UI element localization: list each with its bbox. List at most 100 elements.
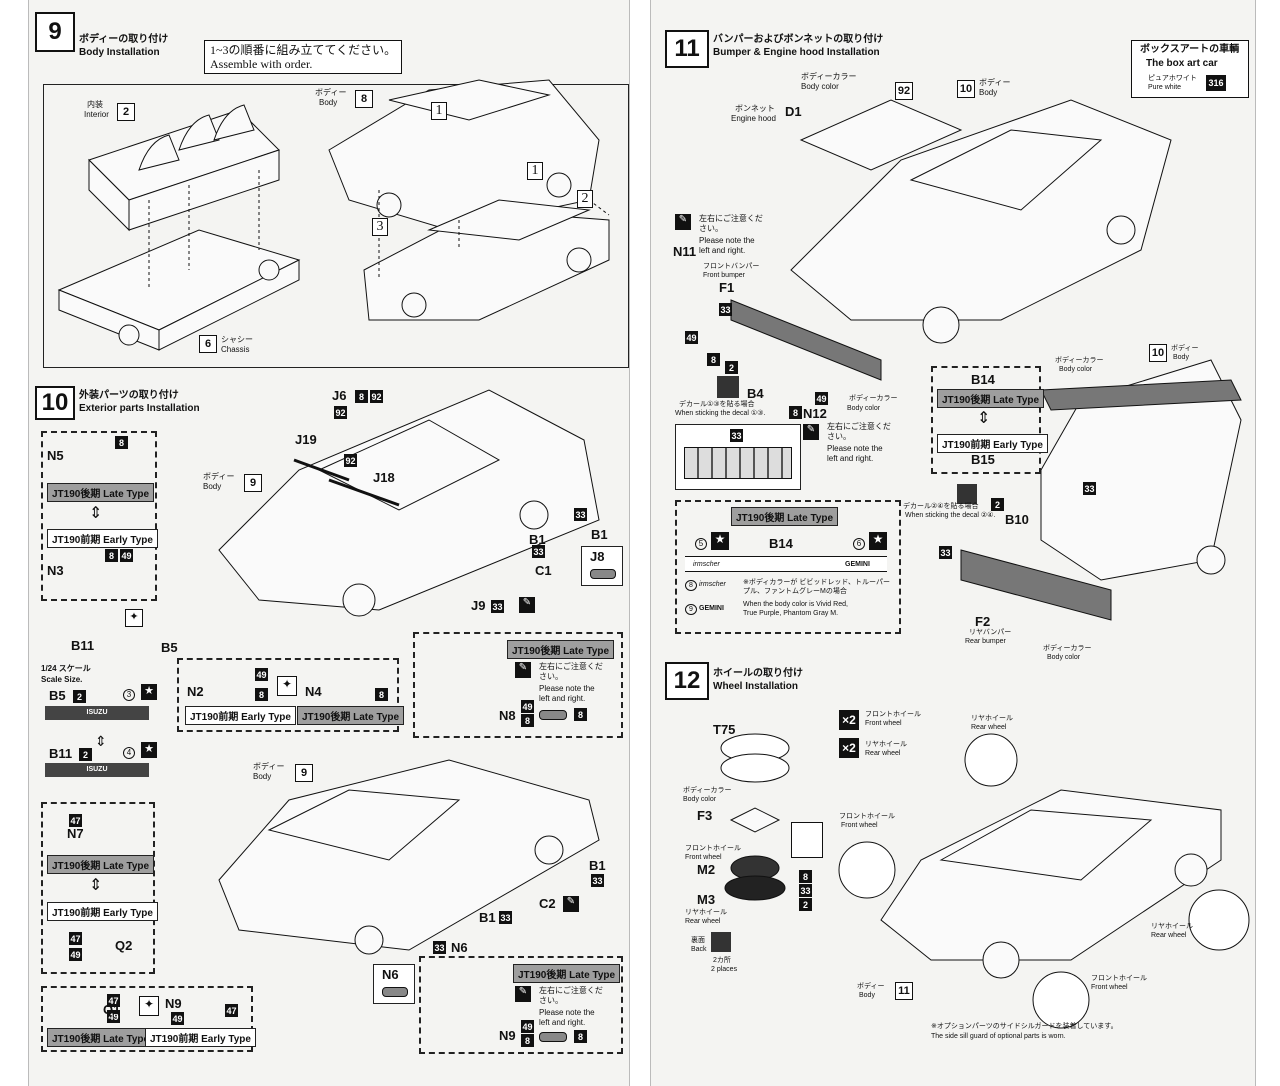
n11-note-en2: left and right. <box>699 246 746 255</box>
part-J9: J9 <box>471 598 486 613</box>
back-decal-icon <box>711 932 731 952</box>
b14-b15-variant-box <box>931 366 1041 474</box>
part-M3: M3 <box>697 892 716 907</box>
rear-count-badge: ×2 <box>839 738 859 758</box>
part-N6: Q1 <box>103 1002 121 1017</box>
part-F3: F3 <box>697 808 713 823</box>
n8-late-type: JT190後期 Late Type <box>507 640 615 659</box>
grille-code-33: 33 <box>730 429 743 442</box>
part-J6: J6 <box>332 388 347 403</box>
b14-legend-en2: True Purple, Phantom Gray M. <box>743 610 839 617</box>
rear-bumper-en: Rear bumper <box>965 638 1006 645</box>
hood-name-en: Engine hood <box>731 114 776 123</box>
wheel-code-8: 8 <box>799 870 812 883</box>
part-B15: B15 <box>971 452 995 467</box>
part-N7: N7 <box>67 826 84 841</box>
front-count-badge: ×2 <box>839 710 859 730</box>
front-bumper-color-en: Body color <box>847 405 881 412</box>
order-mark-2: 2 <box>577 190 593 208</box>
j6-code-92: 92 <box>370 390 383 403</box>
scale-b11-plate: ISUZU <box>45 763 149 777</box>
part-F2: F2 <box>975 614 991 629</box>
step11-body-en: Body <box>979 88 998 97</box>
b14-legend-jp: ※ボディカラーが ビビッドレッド、トルーパープル、ファントムグレーMの場合 <box>743 579 890 595</box>
n9-code-49: 49 <box>521 1020 534 1033</box>
step10-body-en: Body <box>203 482 222 491</box>
n11-note-icon: ✎ <box>675 214 691 230</box>
n3-early-type: JT190前期 Early Type <box>47 529 158 548</box>
n2-n4-variant-box <box>177 658 399 732</box>
part-Q2: Q2 <box>115 938 133 953</box>
step-11-number: 11 <box>665 30 709 68</box>
part-T75: T75 <box>713 722 736 737</box>
rear-body-label-en: Body <box>1173 354 1189 361</box>
hood-body-color-en: Body color <box>801 82 839 91</box>
part-C2: C2 <box>539 896 556 911</box>
q1-early-type: JT190前期 Early Type <box>145 1028 256 1047</box>
rear-body-en: Body <box>253 772 272 781</box>
q2-code-47: 47 <box>69 932 82 945</box>
part-D1: D1 <box>785 104 802 119</box>
n9-code-8: 8 <box>521 1034 534 1047</box>
step-11-title-en: Bumper & Engine hood Installation <box>713 47 880 58</box>
b1-detail-label: J8 <box>590 549 605 564</box>
n9-late-type: JT190後期 Late Type <box>513 964 621 983</box>
decal2-icon <box>957 484 977 504</box>
part-J19: J19 <box>295 432 317 447</box>
left-page: 9 ボディーの取り付け Body Installation 1~3の順番に組み立… <box>28 0 630 1086</box>
m2-label-en: Front wheel <box>685 854 722 861</box>
step12-footnote-jp: ※オプションパーツのサイドシルガードを装着しています。 <box>931 1023 1118 1030</box>
step-9-order-note: 1~3の順番に組み立ててください。 Assemble with order. <box>204 40 403 74</box>
n2-code-8: 8 <box>255 688 268 701</box>
box-art-panel: ボックスアートの車輌 The box art car ピュアホワイト Pure … <box>1131 40 1249 98</box>
n12-note-jp: 左右にご注意ください。 <box>827 422 891 441</box>
n12-note-en1: Please note the <box>827 444 883 453</box>
back-places-en: 2 places <box>711 966 738 973</box>
b14-decal-box <box>675 500 901 634</box>
scale-b5-color: 2 <box>73 690 86 703</box>
part-B4: B4 <box>747 386 764 401</box>
wiper-code-92: 92 <box>344 454 357 467</box>
q1-code-49: 49 <box>171 1012 184 1025</box>
bumper-car-drawing <box>720 99 1250 1029</box>
step11-body-jp: ボディー <box>979 78 1011 87</box>
back-places-jp: 2カ所 <box>713 957 731 964</box>
b14-late-type: JT190後期 Late Type <box>937 389 1045 408</box>
part-N5: N5 <box>47 448 64 463</box>
rear-bumper-color-en: Body color <box>1047 654 1081 661</box>
chassis-part-number: 6 <box>199 335 217 353</box>
wheel-code-2: 2 <box>799 898 812 911</box>
n8-code-8: 8 <box>521 714 534 727</box>
n4-code-8: 8 <box>375 688 388 701</box>
n8-note-en2: left and right. <box>539 694 586 703</box>
rear-code-33: 33 <box>1083 482 1096 495</box>
b14-script-left: irmscher <box>693 561 720 568</box>
n8-code-8b: 8 <box>574 708 587 721</box>
body-label-jp: ボディー <box>315 88 347 97</box>
n2-code-49: 49 <box>255 668 268 681</box>
n12-code-8: 8 <box>789 406 802 419</box>
step-9-number: 9 <box>35 12 75 52</box>
part-B14: B14 <box>971 372 995 387</box>
rear-bumper-jp: リヤバンパー <box>969 629 1012 636</box>
count-front-en: Front wheel <box>865 720 902 727</box>
b14-decal-part: B14 <box>769 536 793 551</box>
front-count-value: 2 <box>849 713 856 727</box>
front-bumper-jp: フロントバンパー <box>703 263 760 270</box>
part-B1-right: B1 <box>591 527 608 542</box>
box-art-color-en: Pure white <box>1148 84 1182 91</box>
decal1-icon <box>717 376 739 398</box>
n11-note-jp: 左右にご注意ください。 <box>699 214 763 233</box>
n12-code-49: 49 <box>815 392 828 405</box>
order-mark-1b: 1 <box>527 162 543 180</box>
b1-detail-box: J8 <box>581 546 623 586</box>
decal1-en: When sticking the decal ①③. <box>675 410 766 417</box>
rear-bumper-code-33: 33 <box>939 546 952 559</box>
order-mark-1a: 1 <box>431 102 447 120</box>
f3-color-jp: ボディーカラー <box>683 787 732 794</box>
n2-n4-swap-icon: ✦ <box>277 676 297 696</box>
scale-b11-star: ★ <box>141 742 157 758</box>
n7-swap-arrow: ⇕ <box>89 877 103 894</box>
b14-legend-mark-8: 8 <box>685 580 697 591</box>
j9-code-33: 33 <box>491 600 504 613</box>
